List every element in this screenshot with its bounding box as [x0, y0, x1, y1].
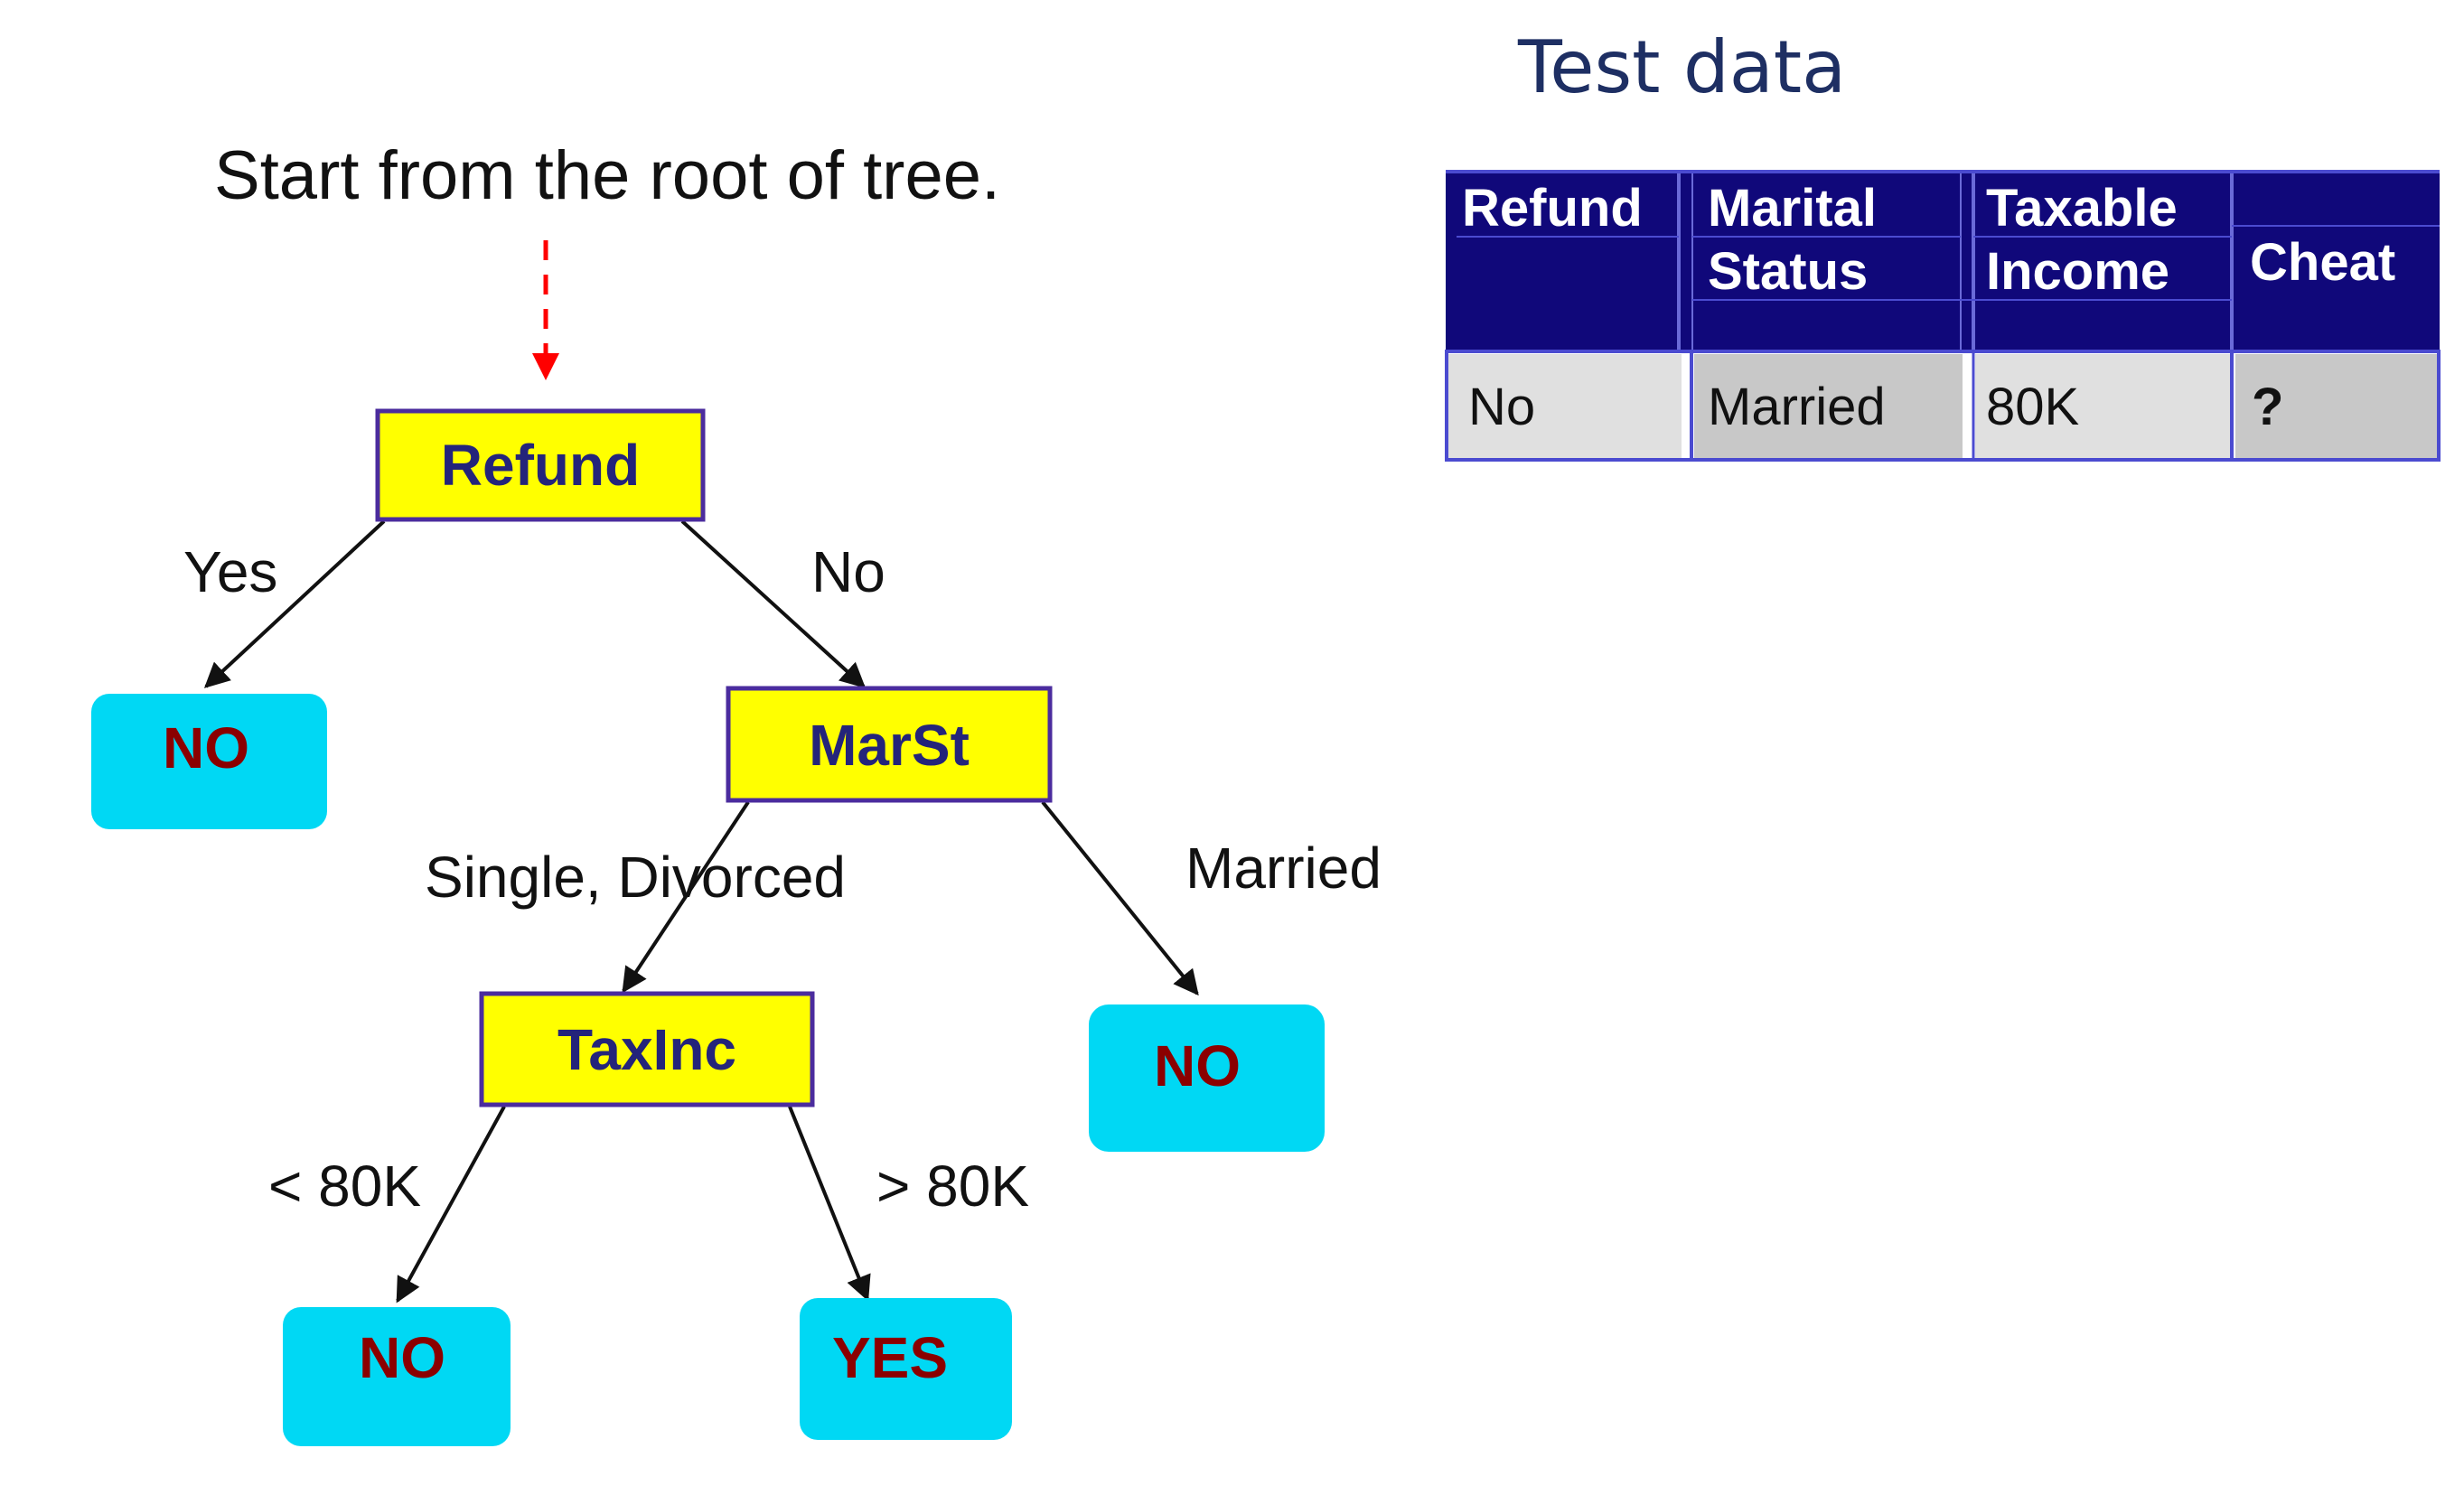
node-marst-label: MarSt [809, 713, 970, 778]
table-cell-cheat: ? [2252, 378, 2283, 436]
edge-taxinc-high [788, 1106, 871, 1302]
table-header-income: Income [1986, 242, 2169, 301]
test-data-table: Refund Marital Status Taxable Income Che… [1445, 170, 2441, 462]
node-marst: MarSt [726, 686, 1053, 803]
leaf-taxinc-high-label: YES [832, 1325, 948, 1390]
edge-marst-married [1041, 800, 1199, 996]
instruction-text: Start from the root of tree. [214, 137, 1000, 214]
table-cell-income-bg [1975, 354, 2234, 458]
test-data-heading: Test data [1517, 25, 1846, 109]
leaf-marst-married-label: NO [1154, 1033, 1241, 1098]
table-header-row [1446, 172, 2440, 352]
table-header-refund: Refund [1462, 179, 1643, 238]
edge-label-married: Married [1185, 836, 1382, 901]
node-refund-label: Refund [441, 433, 640, 498]
node-taxinc-label: TaxInc [557, 1017, 736, 1082]
table-header-status: Status [1708, 242, 1868, 301]
edge-label-single-divorced: Single, Divorced [425, 845, 846, 910]
table-cell-marital: Married [1708, 378, 1886, 436]
table-cell-cheat-bg [2235, 354, 2438, 458]
leaf-taxinc-high: YES [800, 1298, 1012, 1440]
edge-label-less-80k: < 80K [268, 1154, 421, 1219]
edge-label-yes: Yes [183, 539, 277, 604]
table-cell-income: 80K [1986, 378, 2080, 436]
leaf-taxinc-low: NO [283, 1307, 511, 1446]
edge-marst-single-divorced [622, 800, 750, 994]
table-cell-refund: No [1468, 378, 1535, 436]
edge-label-greater-80k: > 80K [876, 1154, 1029, 1219]
edge-taxinc-low [396, 1106, 506, 1303]
node-taxinc: TaxInc [479, 991, 815, 1107]
table-header-marital: Marital [1708, 179, 1877, 238]
leaf-refund-yes: NO [91, 694, 327, 829]
edge-refund-yes [203, 519, 386, 688]
leaf-taxinc-low-label: NO [359, 1325, 445, 1390]
leaf-refund-yes-label: NO [163, 715, 249, 780]
table-header-cheat: Cheat [2250, 233, 2395, 292]
table-cell-refund-bg [1448, 354, 1682, 458]
table-cell-marital-bg [1694, 354, 1963, 458]
node-refund: Refund [375, 408, 706, 522]
leaf-marst-married: NO [1089, 1004, 1325, 1152]
edge-refund-no [680, 519, 867, 688]
table-header-taxable: Taxable [1986, 179, 2178, 238]
edge-label-no: No [811, 539, 885, 604]
